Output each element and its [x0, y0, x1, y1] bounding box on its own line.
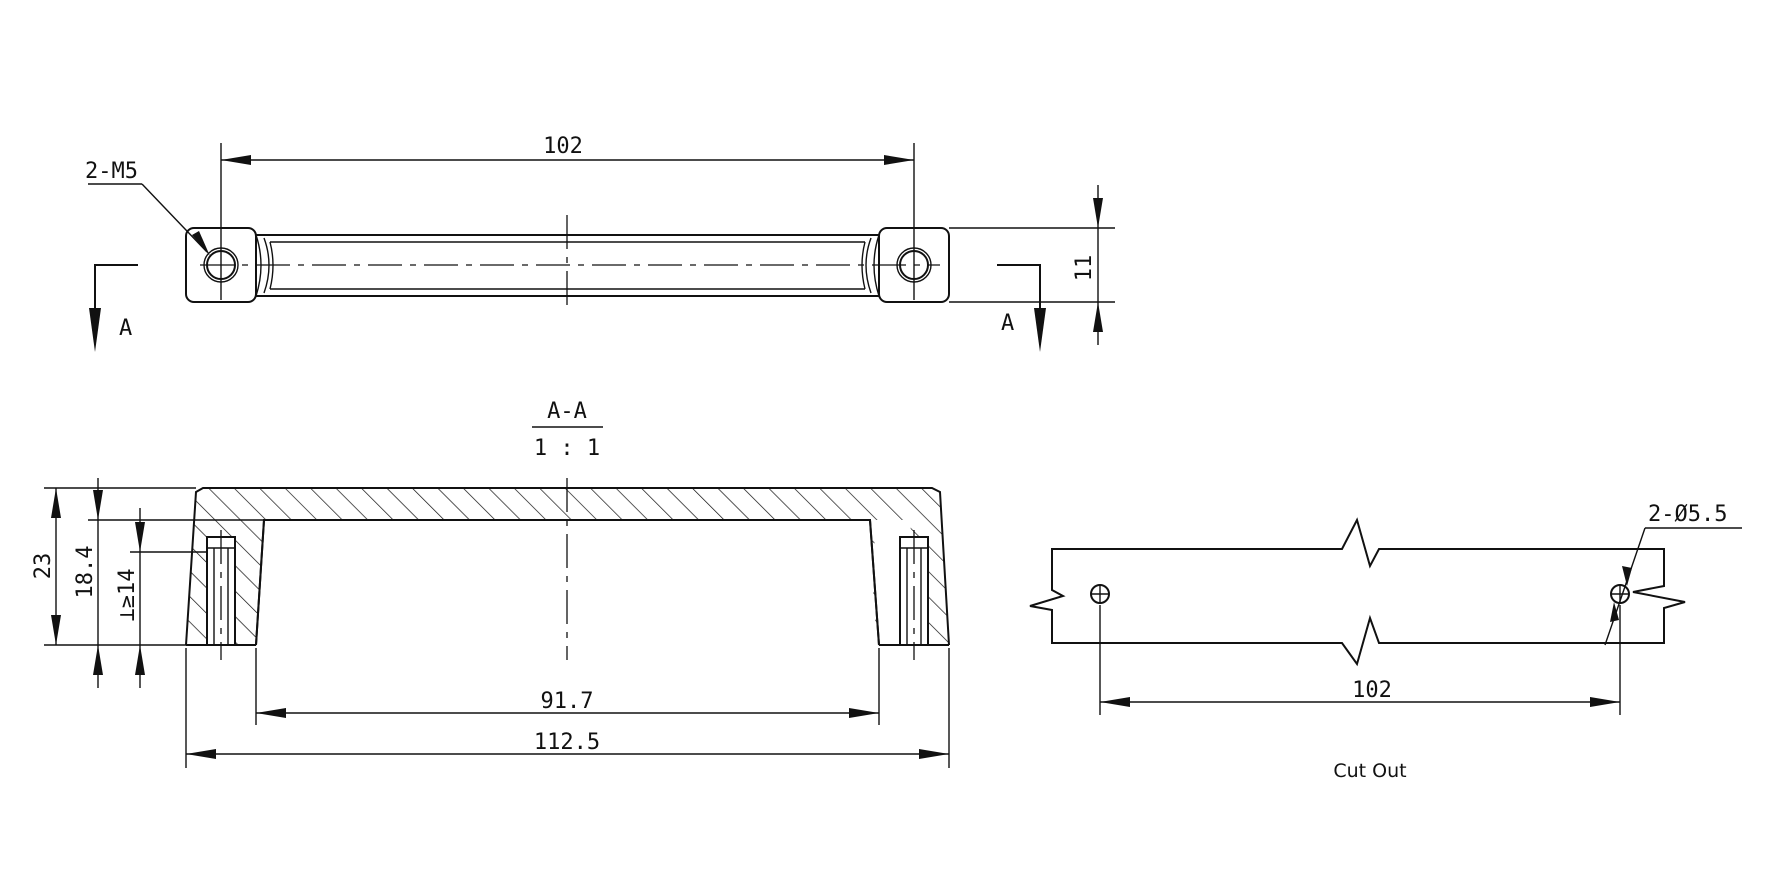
- inner-length-dim: 91.7: [541, 689, 594, 714]
- top-view: 102 11 2-M5 A A: [85, 134, 1115, 352]
- section-scale: 1 : 1: [534, 436, 600, 461]
- section-title: A-A: [547, 399, 587, 424]
- cutout-view: 102 2-Ø5.5 Cut Out: [1029, 502, 1742, 782]
- inner-height-dim: 18.4: [73, 546, 98, 599]
- cutout-caption: Cut Out: [1333, 760, 1406, 782]
- thread-callout: 2-M5: [85, 159, 138, 184]
- overall-length-dim: 112.5: [534, 730, 600, 755]
- section-mark-right: A: [1001, 311, 1014, 336]
- top-height-dim: 11: [1072, 255, 1097, 282]
- hole-callout: 2-Ø5.5: [1648, 502, 1727, 527]
- section-view: A-A 1 : 1 23: [31, 399, 950, 768]
- thread-depth-dim: ⊥≥14: [115, 569, 140, 622]
- cutout-plate: [1029, 517, 1686, 667]
- cutout-spacing-dim: 102: [1352, 678, 1392, 703]
- section-mark-left: A: [119, 316, 132, 341]
- overall-height-dim: 23: [31, 553, 56, 580]
- top-length-dim: 102: [543, 134, 583, 159]
